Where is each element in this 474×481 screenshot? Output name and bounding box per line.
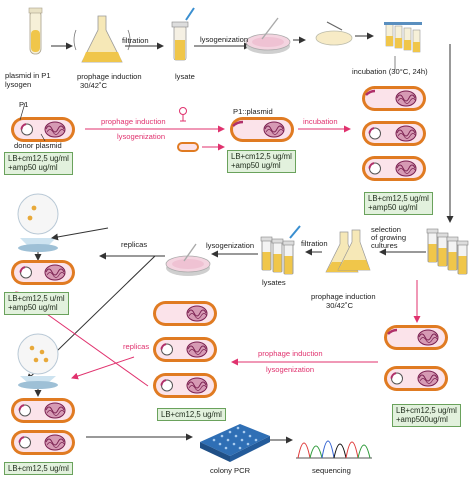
small-cell-icon	[177, 142, 225, 152]
replicas-label-2: replicas	[123, 342, 150, 351]
lysates-label: lysates	[262, 278, 286, 287]
replica-cell-1	[10, 259, 76, 286]
chromatogram-icon	[296, 440, 372, 459]
medium-box-1: LB+cm12,5 ug/ml+amp50 ug/ml	[4, 152, 73, 175]
incubation-cells	[361, 85, 427, 182]
lysogenization-label-3: lysogenization	[206, 241, 255, 250]
prophage-induction-label-2: prophage induction	[101, 117, 166, 126]
plasmid-in-p1-label: plasmid in P1	[5, 71, 51, 80]
donor-cell	[10, 116, 76, 143]
replicas-label-1: replicas	[121, 240, 148, 249]
culture-tubes-icon	[426, 228, 469, 275]
selection-label-1: selection	[371, 225, 401, 234]
prophage-induction-label-3: prophage induction	[311, 292, 376, 301]
induction-flasks-icon	[325, 229, 371, 273]
lysogen-label: lysogen	[5, 80, 32, 89]
medium-box-3: LB+cm12,5 u/ml+amp50 ug/ml	[4, 292, 69, 315]
medium-box-4: LB+cm12,5 ug/ml	[157, 408, 226, 422]
filtration-label-1: filtration	[122, 36, 149, 45]
filtration-label-2: filtration	[301, 239, 328, 248]
recipient-cell	[229, 116, 295, 143]
incubation-conditions-label: incubation (30°C, 24h)	[352, 67, 428, 76]
temp-label-2: 30/42˚C	[326, 301, 354, 310]
plate-icon	[315, 21, 353, 46]
lysogenization-label-2: lysogenization	[117, 132, 166, 141]
lysogenization-dish-icon	[165, 243, 211, 277]
lysate-label: lysate	[175, 72, 195, 81]
induced-cells	[383, 324, 449, 392]
infection-dish-icon	[245, 17, 291, 55]
selection-label-2: of growing	[371, 233, 407, 242]
lysogenized-cells	[152, 300, 218, 399]
tube-rack-icon	[384, 22, 422, 53]
flask-icon	[73, 15, 131, 63]
lysogenization-label-1: lysogenization	[200, 35, 249, 44]
medium-box-7: LB+cm12,5 ug/ml+amp50 ug/ml	[364, 192, 433, 215]
phage-icon	[179, 107, 187, 122]
sequencing-label: sequencing	[312, 466, 351, 475]
prophage-induction-label-4: prophage induction	[258, 349, 323, 358]
p1-label: P1	[19, 100, 29, 109]
colony-pcr-label: colony PCR	[210, 466, 251, 475]
p1-plasmid-label: P1::plasmid	[233, 107, 273, 116]
prophage-induction-label-1: prophage induction	[77, 72, 142, 81]
temp-label-1: 30/42˚C	[80, 81, 108, 90]
replica-plate-2-icon	[17, 333, 59, 397]
medium-box-5: LB+cm12,5 ug/ml+amp500ug/ml	[392, 404, 461, 427]
pcr-plate-icon	[200, 424, 270, 462]
lysate-tube-icon	[171, 7, 195, 61]
incubation-label: incubation	[303, 117, 338, 126]
selection-label-3: cultures	[371, 241, 398, 250]
medium-box-2: LB+cm12,5 ug/ml+amp50 ug/ml	[227, 150, 296, 173]
final-cells	[10, 397, 76, 456]
lysates-tubes-icon	[260, 225, 301, 275]
donor-plasmid-label: donor plasmid	[14, 141, 62, 150]
medium-box-6: LB+cm12,5 ug/ml	[4, 462, 73, 476]
replica-plate-1-icon	[17, 193, 59, 261]
lysogen-tube-icon	[28, 7, 43, 55]
lysogenization-label-4: lysogenization	[266, 365, 315, 374]
